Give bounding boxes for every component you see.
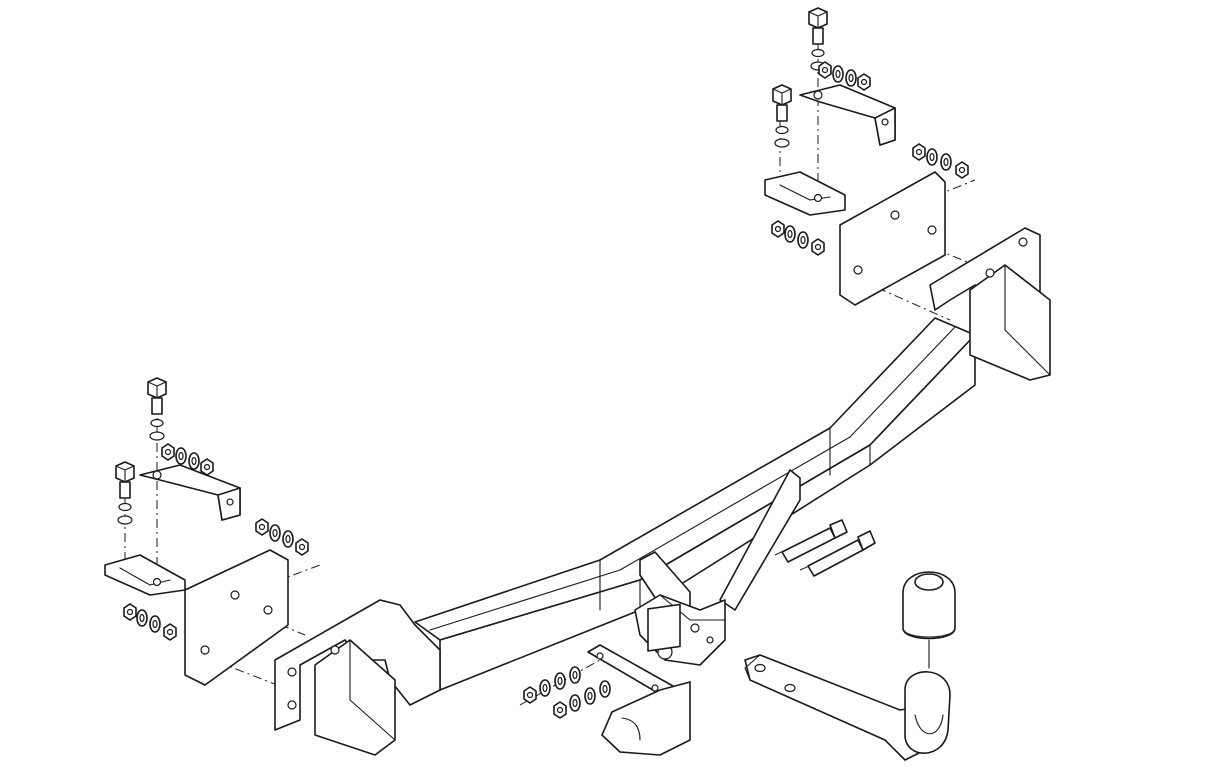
upper-right-angle-bracket bbox=[799, 84, 896, 146]
hex-bolt bbox=[147, 377, 167, 441]
washer bbox=[282, 530, 294, 548]
nut bbox=[818, 61, 832, 79]
socket-plate bbox=[587, 603, 691, 756]
tow-ball-cap bbox=[902, 571, 956, 669]
washer bbox=[940, 153, 952, 171]
long-bolts bbox=[781, 519, 876, 577]
hex-bolt bbox=[115, 461, 135, 525]
washer bbox=[175, 447, 187, 465]
hex-bolts bbox=[115, 7, 828, 525]
washer bbox=[569, 694, 581, 712]
washer bbox=[584, 687, 596, 705]
left-side-bracket bbox=[274, 599, 441, 756]
right-mounting-plate bbox=[764, 171, 946, 306]
washer bbox=[569, 666, 581, 684]
nut bbox=[553, 701, 567, 719]
hex-bolt bbox=[772, 84, 792, 148]
nut bbox=[912, 143, 926, 161]
washer bbox=[797, 231, 809, 249]
nut bbox=[200, 458, 214, 476]
nut bbox=[161, 443, 175, 461]
washer bbox=[554, 672, 566, 690]
nut bbox=[295, 538, 309, 556]
nut bbox=[163, 623, 177, 641]
washer bbox=[845, 69, 857, 87]
upper-left-angle-bracket bbox=[139, 464, 241, 521]
tow-ball-neck bbox=[744, 654, 951, 761]
nut bbox=[811, 238, 825, 256]
nut bbox=[771, 220, 785, 238]
washer bbox=[926, 148, 938, 166]
washer bbox=[832, 65, 844, 83]
left-mounting-plate bbox=[104, 549, 289, 686]
nut bbox=[955, 161, 969, 179]
nut bbox=[523, 686, 537, 704]
nut bbox=[255, 518, 269, 536]
washer bbox=[188, 452, 200, 470]
washer bbox=[149, 615, 161, 633]
washer bbox=[539, 679, 551, 697]
nut bbox=[857, 73, 871, 91]
washer bbox=[269, 524, 281, 542]
washer bbox=[136, 609, 148, 627]
nut bbox=[123, 603, 137, 621]
washer bbox=[599, 680, 611, 698]
right-side-bracket bbox=[929, 227, 1051, 381]
nuts-and-washers bbox=[123, 61, 969, 719]
washer bbox=[784, 225, 796, 243]
